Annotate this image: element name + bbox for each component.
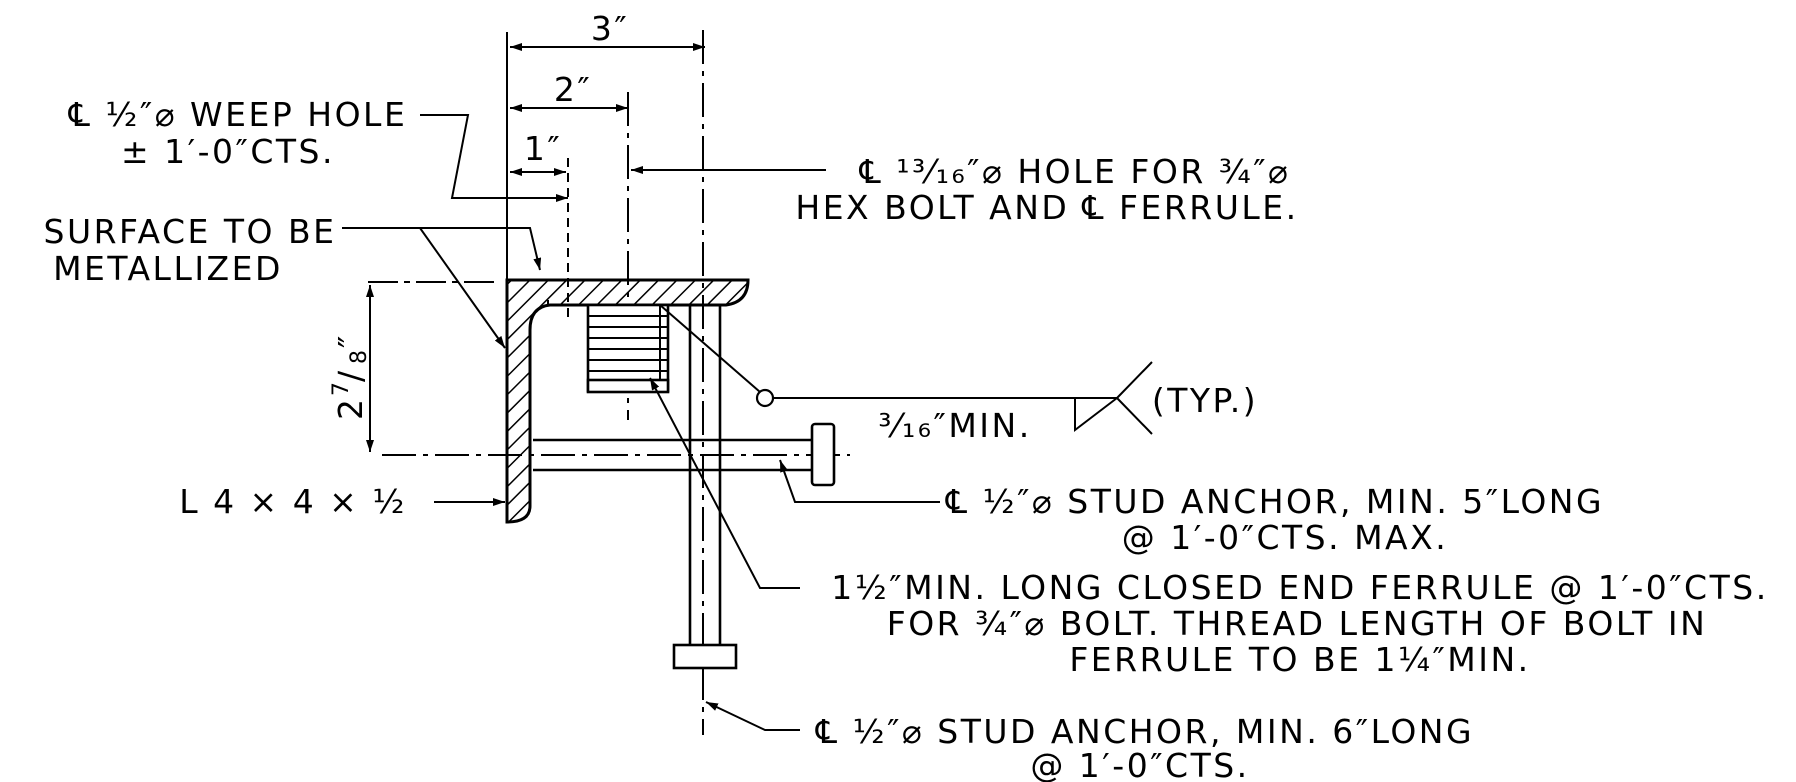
hex-bolt-and-ferrule (586, 303, 670, 394)
svg-text:7: 7 (329, 382, 354, 396)
weld-symbol (659, 304, 1153, 435)
weep-hole-note-line1: ℄ ½″⌀ WEEP HOLE (68, 95, 408, 134)
surface-note-line1: SURFACE TO BE (44, 212, 337, 251)
dimension-2in-label: 2″ (554, 70, 592, 109)
stud-anchor-6in (672, 305, 738, 670)
hole-note-line1: ℄ ¹³⁄₁₆″⌀ HOLE FOR ¾″⌀ (859, 152, 1291, 191)
ferrule-note-line2: FOR ¾″⌀ BOLT. THREAD LENGTH OF BOLT IN (887, 604, 1708, 643)
weld-typ-label: (TYP.) (1152, 381, 1258, 420)
dimension-2in: 2″ (510, 70, 628, 112)
dimension-1in: 1″ (510, 129, 566, 176)
stud6-note-line2: @ 1′-0″CTS. (1030, 746, 1249, 782)
svg-text:2: 2 (331, 397, 370, 421)
notes: ℄ ½″⌀ WEEP HOLE ± 1′-0″CTS. SURFACE TO B… (44, 95, 1768, 782)
center-lines (382, 30, 850, 735)
ferrule-note-line3: FERRULE TO BE 1¼″MIN. (1069, 640, 1530, 679)
dimension-2-7-8in: 2 7 / 8 ″ (329, 281, 500, 452)
weep-hole-note-line2: ± 1′-0″CTS. (121, 132, 335, 171)
steel-angle (505, 278, 750, 524)
svg-text:/: / (331, 368, 370, 382)
ferrule-note-line1: 1½″MIN. LONG CLOSED END FERRULE @ 1′-0″C… (831, 568, 1768, 607)
stud5-note-line1: ℄ ½″⌀ STUD ANCHOR, MIN. 5″LONG (945, 482, 1604, 521)
angle-hatched-section (505, 278, 750, 524)
stud5-note-line2: @ 1′-0″CTS. MAX. (1122, 518, 1448, 557)
angle-size-label: L 4 × 4 × ½ (179, 482, 407, 521)
dimension-3in: 3″ (510, 9, 705, 51)
hole-note-line2: HEX BOLT AND ℄ FERRULE. (795, 188, 1298, 227)
leader-lines (342, 114, 940, 731)
dimension-1in-label: 1″ (524, 129, 562, 168)
surface-note-line2: METALLIZED (53, 249, 283, 288)
svg-text:8: 8 (347, 350, 372, 364)
stud-anchor-5in (533, 422, 836, 487)
weld-size-label: ³⁄₁₆″MIN. (878, 406, 1031, 445)
dimension-2-7-8in-label: 2 7 / 8 ″ (329, 333, 372, 420)
svg-text:″: ″ (331, 333, 370, 348)
dimension-3in-label: 3″ (591, 9, 629, 48)
stud6-note-line1: ℄ ½″⌀ STUD ANCHOR, MIN. 6″LONG (815, 712, 1474, 751)
